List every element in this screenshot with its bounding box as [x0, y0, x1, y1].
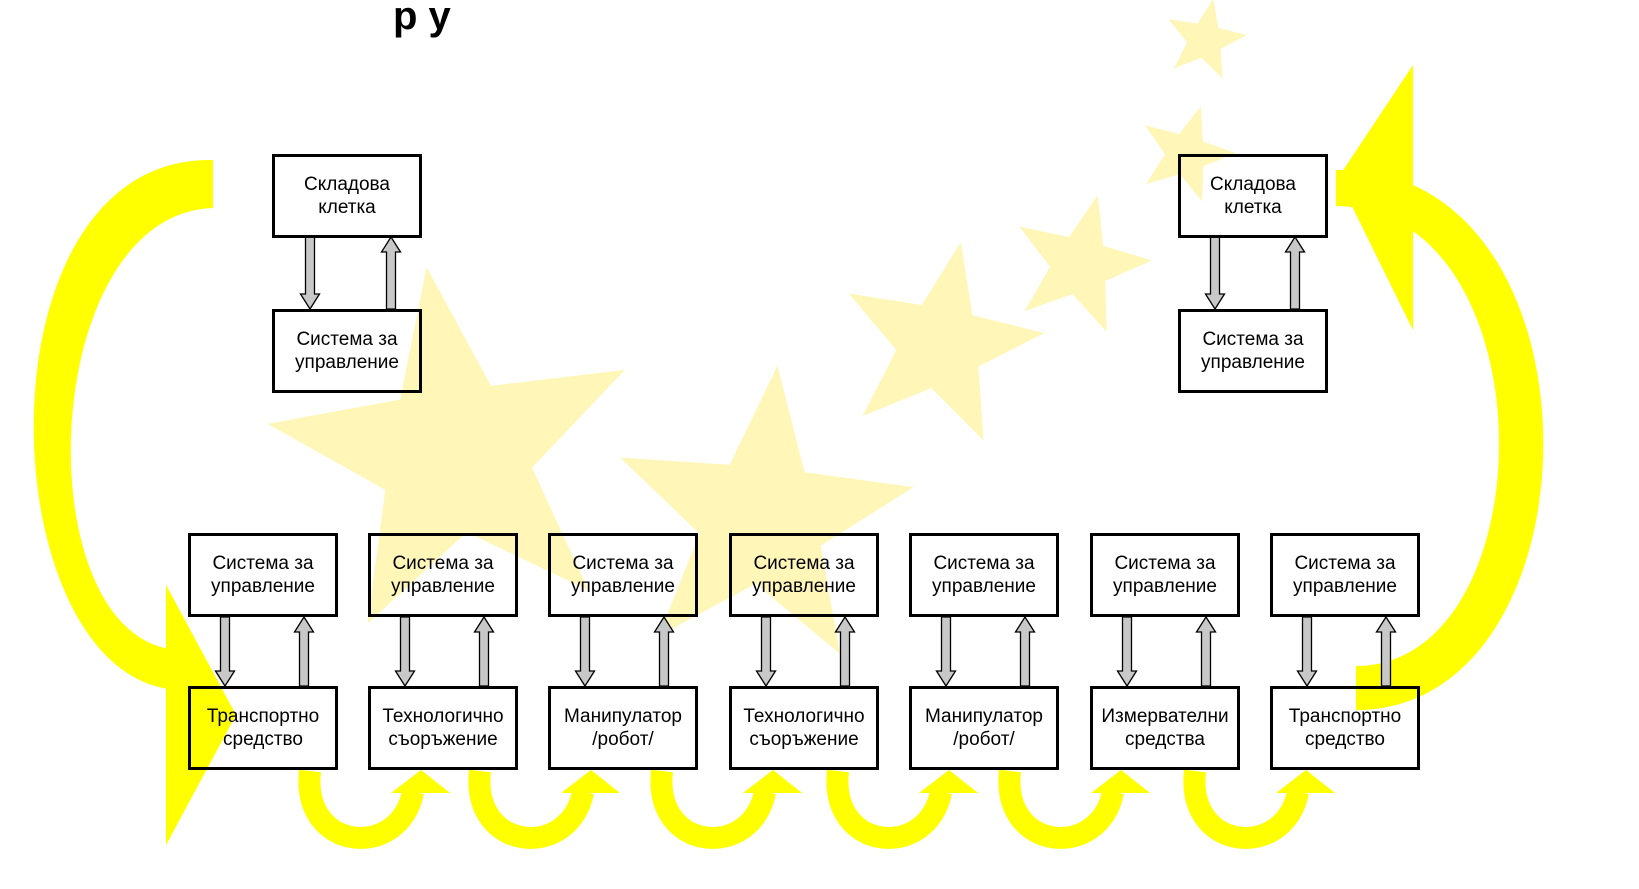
down-link-arrow — [299, 236, 321, 311]
u-turn-arrow — [998, 769, 1124, 849]
unit-device-box-5: Манипулатор /робот/ — [909, 686, 1059, 770]
up-link-arrow — [1195, 615, 1217, 687]
u-turn-arrow — [650, 769, 776, 849]
storage-cell-label: Складова клетка — [1209, 174, 1296, 218]
star-shape — [848, 242, 1045, 441]
u-turn-arrow-head — [1091, 770, 1150, 793]
down-link-arrow — [1296, 616, 1318, 688]
u-turn-arrow-head — [919, 770, 978, 793]
device-label: Технологично съоръжение — [382, 706, 504, 750]
down-link-arrow — [574, 616, 596, 688]
device-label: Измервателни средства — [1101, 706, 1229, 750]
control-system-label: Система за управление — [295, 329, 399, 373]
device-label: Манипулатор /робот/ — [564, 706, 682, 750]
unit-control-box-3: Система за управление — [548, 533, 698, 617]
up-link-arrow — [1375, 615, 1397, 687]
control-system-label: Система за управление — [1293, 553, 1397, 597]
loop-arrow-left-head — [166, 585, 236, 845]
flow-arrows — [33, 65, 1544, 849]
up-link-arrow — [293, 615, 315, 687]
u-turn-arrow — [298, 769, 424, 849]
unit-device-box-3: Манипулатор /робот/ — [548, 686, 698, 770]
up-link-arrow — [653, 615, 675, 687]
storage-control-box-left: Система за управление — [272, 309, 422, 393]
up-link-arrow — [1014, 615, 1036, 687]
star-shape — [267, 267, 625, 624]
unit-control-box-1: Система за управление — [188, 533, 338, 617]
link-arrows — [214, 235, 1397, 688]
star-shape — [1019, 195, 1152, 332]
down-link-arrow — [1116, 616, 1138, 688]
unit-control-box-6: Система за управление — [1090, 533, 1240, 617]
up-link-arrow — [473, 615, 495, 687]
unit-control-box-7: Система за управление — [1270, 533, 1420, 617]
control-system-label: Система за управление — [1113, 553, 1217, 597]
loop-arrow-right — [1336, 169, 1544, 710]
unit-control-box-4: Система за управление — [729, 533, 879, 617]
star-shape — [620, 365, 914, 654]
u-turn-arrow-head — [391, 770, 450, 793]
device-label: Транспортно средство — [206, 706, 320, 750]
up-link-arrow — [834, 615, 856, 687]
down-link-arrow — [214, 616, 236, 688]
control-system-label: Система за управление — [211, 553, 315, 597]
loop-arrow-right-head — [1338, 65, 1413, 330]
storage-control-box-right: Система за управление — [1178, 309, 1328, 393]
device-label: Технологично съоръжение — [743, 706, 865, 750]
u-turn-arrow — [1183, 769, 1309, 849]
control-system-label: Система за управление — [932, 553, 1036, 597]
storage-cell-label: Складова клетка — [303, 174, 390, 218]
control-system-label: Система за управление — [752, 553, 856, 597]
unit-device-box-4: Технологично съоръжение — [729, 686, 879, 770]
device-label: Транспортно средство — [1288, 706, 1402, 750]
unit-device-box-2: Технологично съоръжение — [368, 686, 518, 770]
u-turn-arrow-head — [743, 770, 802, 793]
watermark-stars — [267, 0, 1247, 654]
control-system-label: Система за управление — [391, 553, 495, 597]
unit-device-box-7: Транспортно средство — [1270, 686, 1420, 770]
u-turn-arrow-head — [1276, 770, 1335, 793]
u-turn-arrow-head — [561, 770, 620, 793]
star-shape — [1168, 0, 1247, 79]
loop-arrow-left — [33, 159, 213, 691]
u-turn-arrow — [468, 769, 594, 849]
up-link-arrow — [380, 235, 402, 310]
u-turn-arrow — [826, 769, 952, 849]
down-link-arrow — [1204, 236, 1226, 311]
unit-control-box-5: Система за управление — [909, 533, 1059, 617]
unit-device-box-1: Транспортно средство — [188, 686, 338, 770]
down-link-arrow — [935, 616, 957, 688]
down-link-arrow — [755, 616, 777, 688]
up-link-arrow — [1284, 235, 1306, 310]
control-system-label: Система за управление — [1201, 329, 1305, 373]
control-system-label: Система за управление — [571, 553, 675, 597]
page-title: р у — [393, 0, 451, 38]
storage-cell-box-right: Складова клетка — [1178, 154, 1328, 238]
storage-cell-box-left: Складова клетка — [272, 154, 422, 238]
unit-device-box-6: Измервателни средства — [1090, 686, 1240, 770]
down-link-arrow — [394, 616, 416, 688]
device-label: Манипулатор /робот/ — [925, 706, 1043, 750]
star-shape — [1145, 106, 1236, 202]
unit-control-box-2: Система за управление — [368, 533, 518, 617]
